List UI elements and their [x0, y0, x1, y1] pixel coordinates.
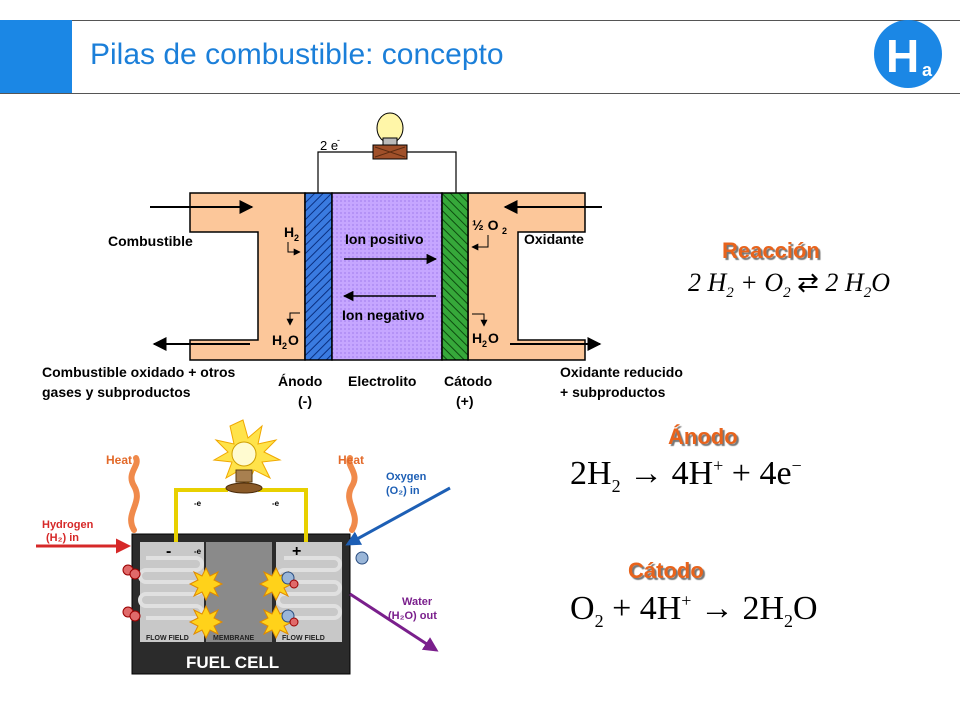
eq-sup: +	[713, 455, 724, 476]
eq-term: O	[871, 268, 890, 297]
anode-equation: 2H2 → 4H+ + 4e−	[570, 455, 802, 497]
fuel-out-line2: gases y subproductos	[42, 384, 191, 400]
header-accent-block	[0, 20, 72, 93]
anode-sign: (-)	[298, 393, 312, 409]
external-wire-right	[258, 488, 308, 542]
water-right-sub: 2	[482, 339, 487, 349]
equilibrium-arrow-icon: ⇄	[797, 268, 819, 297]
water-outlet-arrow	[349, 592, 439, 652]
o2-label: ½ O	[472, 217, 499, 233]
heat-left-label: Heat	[106, 453, 132, 467]
glowing-bulb-icon	[212, 419, 282, 494]
fuel-out-line1: Combustible oxidado + otros	[42, 364, 236, 380]
eq-sub: 2	[784, 610, 794, 631]
eq-term: 2 H	[688, 268, 727, 297]
hydrogen-line1: Hydrogen	[42, 519, 94, 531]
fuel-label: Combustible	[108, 233, 193, 249]
eq-term: → 4H	[620, 455, 714, 492]
minus-terminal: -	[166, 543, 171, 560]
oxygen-inlet-arrow	[345, 486, 451, 546]
hydrogen-line2: (H₂) in	[46, 532, 79, 544]
h2-flow-arrow	[287, 242, 301, 256]
fuel-cell-title: FUEL CELL	[186, 653, 279, 672]
page-title: Pilas de combustible: concepto	[90, 38, 504, 71]
external-wire-left	[174, 488, 228, 542]
plus-terminal: +	[292, 543, 301, 560]
logo-subscript: a	[922, 60, 933, 80]
electrolyte-layer	[331, 192, 443, 361]
cathode-layer	[441, 192, 469, 361]
anode-layer	[304, 192, 333, 361]
water-left-o: O	[288, 332, 299, 348]
o2-flow-arrow	[471, 235, 489, 251]
eq-sub: 2	[726, 285, 734, 302]
water-right-label: H	[472, 330, 482, 346]
water-right-o: O	[488, 330, 499, 346]
negative-ion-label: Ion negativo	[342, 307, 424, 323]
electrolyte-label: Electrolito	[348, 373, 416, 389]
flow-field-right-label: FLOW FIELD	[282, 635, 325, 642]
electron-inner-label: -e	[194, 547, 202, 556]
o2-sub: 2	[502, 226, 507, 236]
oxygen-line2: (O₂) in	[386, 485, 420, 497]
positive-ion-label: Ion positivo	[345, 231, 424, 247]
water-left-arrow	[286, 312, 300, 326]
water-left-sub: 2	[282, 341, 287, 351]
anode-heading: Ánodo	[668, 424, 738, 449]
circuit-wire-right	[406, 151, 457, 193]
heat-wave-right	[346, 455, 358, 533]
oxidant-out-line2: + subproductos	[560, 384, 666, 400]
fuel-cell-concept-diagram: 2 e - Combustible Oxidante H 2 ½ O 2 H 2…	[42, 112, 683, 409]
reaction-heading: Reacción	[722, 238, 820, 263]
overall-reaction-equation: 2 H2 + O2 ⇄ 2 H2O	[688, 268, 890, 302]
electron-count-label: 2 e	[320, 138, 338, 153]
flow-field-left-label: FLOW FIELD	[146, 635, 189, 642]
oxidant-out-line1: Oxidante reducido	[560, 364, 683, 380]
heat-wave-left	[128, 455, 140, 533]
cathode-label: Cátodo	[444, 373, 492, 389]
eq-term: + 4H	[603, 590, 682, 627]
membrane	[206, 542, 272, 642]
h2-label: H	[284, 224, 294, 240]
cathode-equation: O2 + 4H+ → 2H2O	[570, 590, 818, 632]
electron-left-label: -e	[194, 499, 202, 508]
water-line2: (H₂O) out	[388, 610, 437, 622]
eq-term: O	[793, 590, 818, 627]
water-line1: Water	[402, 596, 433, 608]
eq-term: 2 H	[818, 268, 864, 297]
oxygen-line1: Oxygen	[386, 471, 427, 483]
molecule-icons	[122, 551, 369, 627]
cathode-sign: (+)	[456, 393, 474, 409]
electron-charge-sup: -	[337, 135, 340, 145]
eq-term: + 4e	[723, 455, 792, 492]
cathode-heading: Cátodo	[628, 558, 704, 583]
fuel-cell-illustration: Heat Heat FLOW FIELD MEMBRANE FLOW FIELD…	[36, 419, 451, 675]
heat-right-label: Heat	[338, 453, 364, 467]
light-bulb-icon	[372, 112, 408, 160]
eq-term: 2H	[570, 455, 612, 492]
serpentine-right	[276, 556, 342, 620]
eq-sub: 2	[783, 285, 791, 302]
eq-term: → 2H	[691, 590, 785, 627]
electron-right-label: -e	[272, 499, 280, 508]
eq-sub: 2	[611, 475, 621, 496]
ha-logo-icon: H a	[874, 20, 942, 88]
water-right-arrow	[472, 313, 488, 327]
eq-sub: 2	[863, 285, 872, 302]
oxidant-label: Oxidante	[524, 231, 584, 247]
circuit-wire-left	[317, 151, 376, 193]
header-bar	[0, 20, 960, 94]
eq-term: + O	[733, 268, 784, 297]
eq-sub: 2	[594, 610, 604, 631]
eq-sup: +	[681, 590, 692, 611]
water-left-label: H	[272, 332, 282, 348]
membrane-label: MEMBRANE	[213, 635, 255, 642]
logo-letter: H	[886, 30, 919, 82]
anode-label: Ánodo	[278, 373, 322, 389]
eq-sup: −	[791, 455, 802, 476]
h2-sub: 2	[294, 233, 299, 243]
eq-term: O	[570, 590, 595, 627]
